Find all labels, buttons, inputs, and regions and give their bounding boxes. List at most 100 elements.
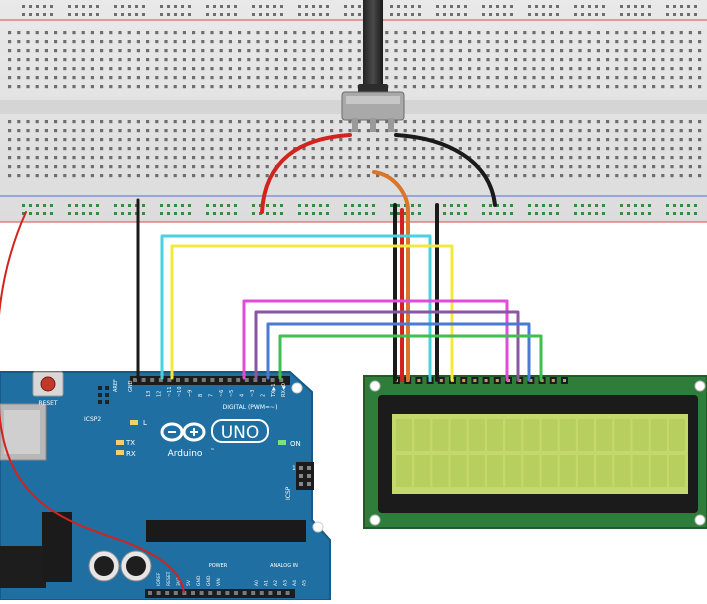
arduino-logo-right-loop [182,422,206,442]
breadboard-hole [63,147,67,151]
breadboard-hole [486,165,490,169]
breadboard-hole [422,85,426,89]
breadboard-hole [44,67,48,71]
rail-hole [75,13,78,16]
lcd-character-cell [523,419,540,451]
breadboard-hole [284,67,288,71]
icsp2-pin [98,400,102,404]
breadboard-hole [26,129,30,133]
breadboard-hole [431,40,435,44]
breadboard-hole [376,156,380,160]
breadboard-hole [219,156,223,160]
breadboard-hole [302,156,306,160]
rail-hole [457,212,460,215]
breadboard-hole [679,49,683,53]
rail-hole [358,212,361,215]
breadboard-hole [606,138,610,142]
breadboard-hole [256,129,260,133]
rail-hole [68,13,71,16]
breadboard-hole [357,120,361,124]
breadboard-hole [403,76,407,80]
breadboard-hole [311,120,315,124]
breadboard-hole [72,129,76,133]
breadboard-hole [293,31,297,35]
breadboard-hole [182,156,186,160]
breadboard-hole [81,120,85,124]
breadboard-hole [578,67,582,71]
breadboard-hole [201,67,205,71]
breadboard-hole [422,165,426,169]
breadboard-hole [504,147,508,151]
breadboard-hole [90,138,94,142]
breadboard-hole [495,156,499,160]
breadboard-hole [293,174,297,178]
rail-hole [188,212,191,215]
breadboard-hole [8,156,12,160]
rail-hole [142,5,145,8]
breadboard-hole [90,58,94,62]
breadboard-hole [26,49,30,53]
breadboard-hole [348,85,352,89]
rail-hole [319,204,322,207]
breadboard-hole [302,31,306,35]
breadboard-hole [164,120,168,124]
breadboard-hole [606,174,610,178]
breadboard-hole [238,138,242,142]
lcd-character-cell [632,419,649,451]
breadboard-hole [302,40,306,44]
breadboard-hole [550,138,554,142]
breadboard-hole [440,174,444,178]
rail-hole [234,212,237,215]
rail-hole [114,13,117,16]
icsp2-label: ICSP2 [84,416,101,423]
breadboard-hole [578,85,582,89]
breadboard-hole [698,147,702,151]
breadboard-hole [302,76,306,80]
header-pin [208,591,213,595]
breadboard-hole [274,156,278,160]
header-pin [176,378,180,382]
breadboard-hole [633,174,637,178]
lcd-pin-pad [439,379,443,382]
lcd-character-cell [450,419,467,451]
rail-hole [326,13,329,16]
breadboard-hole [514,138,518,142]
breadboard-hole [458,129,462,133]
breadboard-hole [311,156,315,160]
breadboard-hole [624,174,628,178]
rail-hole [68,204,71,207]
breadboard-hole [210,49,214,53]
breadboard-hole [192,165,196,169]
breadboard-hole [514,49,518,53]
lcd-character-cell [396,455,412,487]
breadboard-hole [431,76,435,80]
breadboard-hole [670,49,674,53]
rail-hole [82,204,85,207]
breadboard-hole [339,120,343,124]
rail-hole [213,13,216,16]
breadboard-hole [35,174,39,178]
rail-hole [213,5,216,8]
rail-hole [351,204,354,207]
breadboard-hole [8,165,12,169]
reset-button-cap[interactable] [40,376,56,392]
digital-pin-label: ~3 [250,390,256,397]
wire-magenta-pin5-to-lcd-d4 [242,299,509,382]
breadboard-hole [569,147,573,151]
breadboard-hole [63,138,67,142]
rail-hole [206,13,209,16]
rail-hole [22,13,25,16]
breadboard-hole [624,165,628,169]
breadboard-hole [54,174,58,178]
header-pin [148,591,152,595]
rail-hole [273,5,276,8]
rail-hole [482,5,485,8]
digital-pin-label: 4 [240,394,246,397]
rail-hole [266,212,269,215]
breadboard-hole [523,58,527,62]
breadboard-hole [238,165,242,169]
breadboard-hole [560,40,564,44]
breadboard-hole [615,85,619,89]
rail-hole [411,13,414,16]
aref-label: AREF [113,379,119,392]
